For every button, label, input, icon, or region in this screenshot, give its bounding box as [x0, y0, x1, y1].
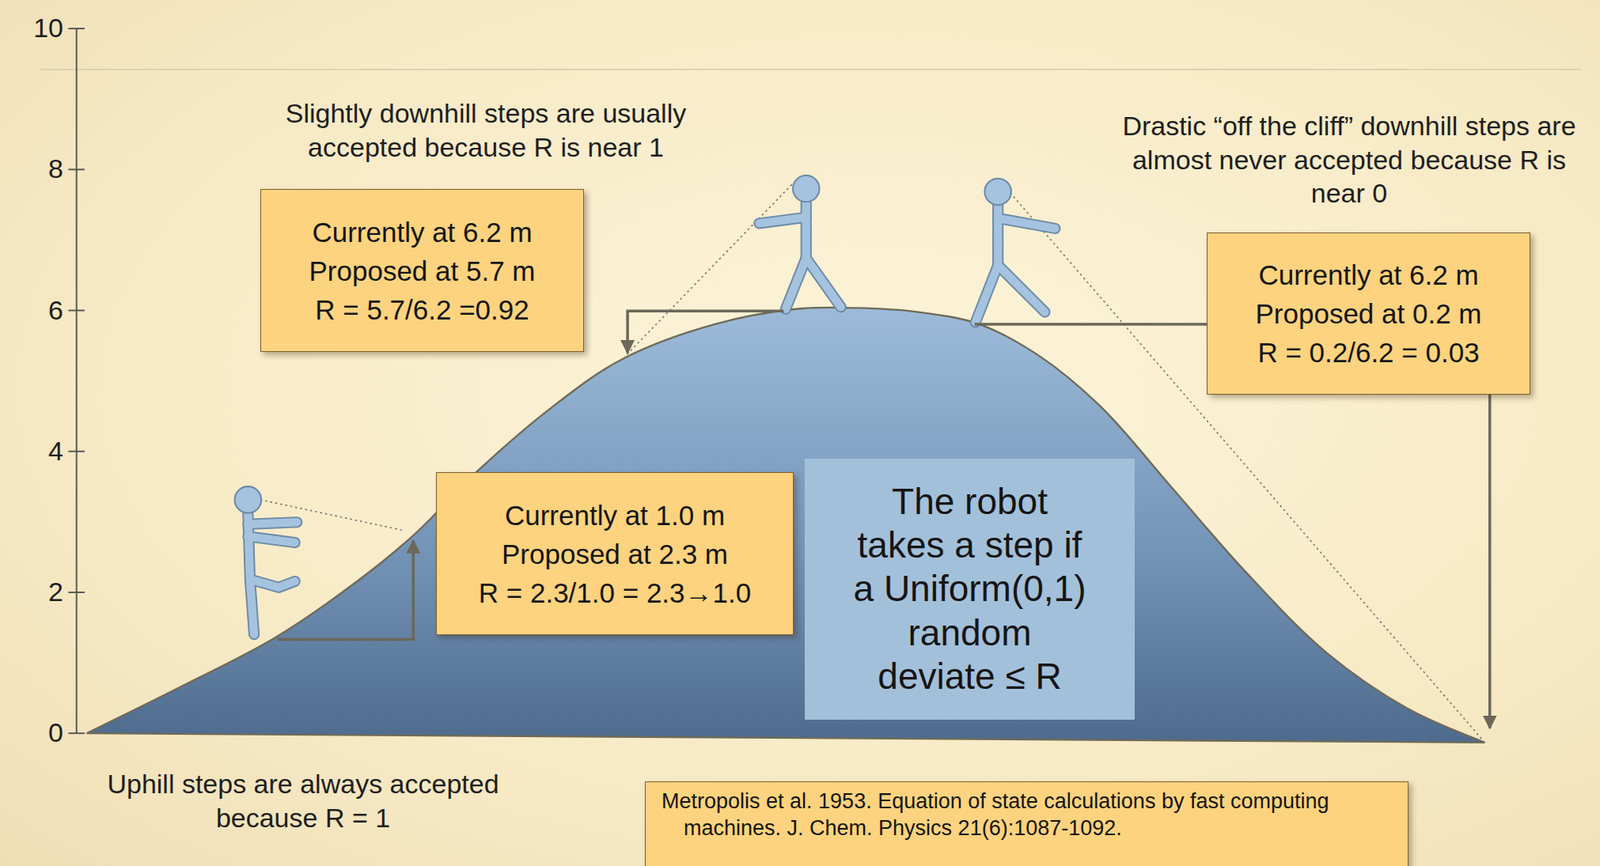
robot-limb-outline — [997, 265, 1045, 312]
sight-line — [624, 184, 792, 357]
robot-limb — [250, 579, 255, 635]
robot-limb-outline — [975, 265, 998, 323]
robot-head — [792, 175, 820, 203]
box-text: Currently at 6.2 m — [1258, 255, 1479, 295]
axis-tick-label: 0 — [0, 716, 64, 751]
panel-heading: Uphill steps are always accepted because… — [97, 767, 509, 835]
box-text: R = 2.3/1.0 = 2.3→1.0 — [478, 573, 751, 613]
box-text: Proposed at 0.2 m — [1255, 294, 1483, 334]
box-text: Currently at 6.2 m — [311, 212, 532, 252]
robot-limb — [250, 579, 296, 588]
robot-limb-outline — [997, 218, 1055, 229]
robot-head — [235, 486, 262, 514]
robot-cliff — [975, 178, 1056, 323]
box-text: The robot takes a step if a Uniform(0,1)… — [849, 480, 1091, 699]
robot-limb-outline — [758, 217, 806, 224]
robot-limb-outline — [806, 257, 842, 308]
leader-arrow — [627, 310, 784, 353]
box-text: Currently at 1.0 m — [504, 496, 725, 535]
robot-limb — [758, 217, 806, 224]
calculation-box: Currently at 6.2 mProposed at 0.2 mR = 0… — [1206, 232, 1531, 395]
box-text: R = 5.7/6.2 =0.92 — [314, 290, 529, 330]
calculation-box: Currently at 1.0 mProposed at 2.3 mR = 2… — [436, 472, 794, 636]
axis-tick — [68, 732, 85, 735]
box-text: Proposed at 2.3 m — [501, 534, 728, 574]
axis-tick — [68, 310, 85, 312]
robot-limb — [806, 257, 842, 308]
citation-box: Metropolis et al. 1953. Equation of stat… — [644, 781, 1409, 866]
robot-limb — [975, 265, 998, 323]
robot-limb-outline — [785, 257, 807, 309]
axis-tick — [68, 451, 85, 453]
robot-limb — [997, 265, 1045, 312]
box-text: Metropolis et al. 1953. Equation of stat… — [683, 788, 1392, 843]
leader-arrow — [974, 322, 1207, 327]
robot-limb-outline — [247, 522, 297, 525]
robot-limb-outline — [800, 203, 812, 259]
robot-limb — [785, 257, 807, 309]
robot-limb — [247, 536, 295, 543]
guide-line — [41, 68, 1582, 71]
axis-tick-label: 8 — [0, 151, 64, 186]
robot-limb — [997, 218, 1055, 229]
calculation-box: Currently at 6.2 mProposed at 5.7 mR = 5… — [260, 189, 584, 353]
robot-slight-downhill — [758, 175, 841, 310]
panel-heading: Slightly downhill steps are usually acce… — [232, 96, 740, 164]
robot-limb — [247, 522, 297, 525]
axis-tick — [68, 168, 85, 171]
robot-head — [984, 178, 1012, 206]
robot-limb-outline — [247, 536, 295, 543]
box-text: R = 0.2/6.2 = 0.03 — [1257, 333, 1479, 372]
robot-limb — [802, 203, 811, 259]
robot-limb-outline — [250, 579, 255, 635]
leader-arrow — [277, 540, 414, 640]
axis-tick-label: 4 — [0, 434, 64, 469]
axis-tick-label: 2 — [0, 575, 64, 610]
box-text: Proposed at 5.7 m — [309, 251, 536, 291]
robot-limb-outline — [250, 579, 296, 588]
panel-heading: Drastic “off the cliff” downhill steps a… — [1111, 109, 1587, 211]
axis-tick — [68, 591, 85, 594]
axis-tick-label: 10 — [0, 11, 64, 46]
rule-box: The robot takes a step if a Uniform(0,1)… — [804, 458, 1135, 721]
axis-tick-label: 6 — [0, 293, 64, 328]
axis-tick — [68, 27, 85, 30]
leader-arrow — [1488, 394, 1492, 729]
robot-uphill — [235, 486, 298, 635]
y-axis — [75, 28, 78, 734]
